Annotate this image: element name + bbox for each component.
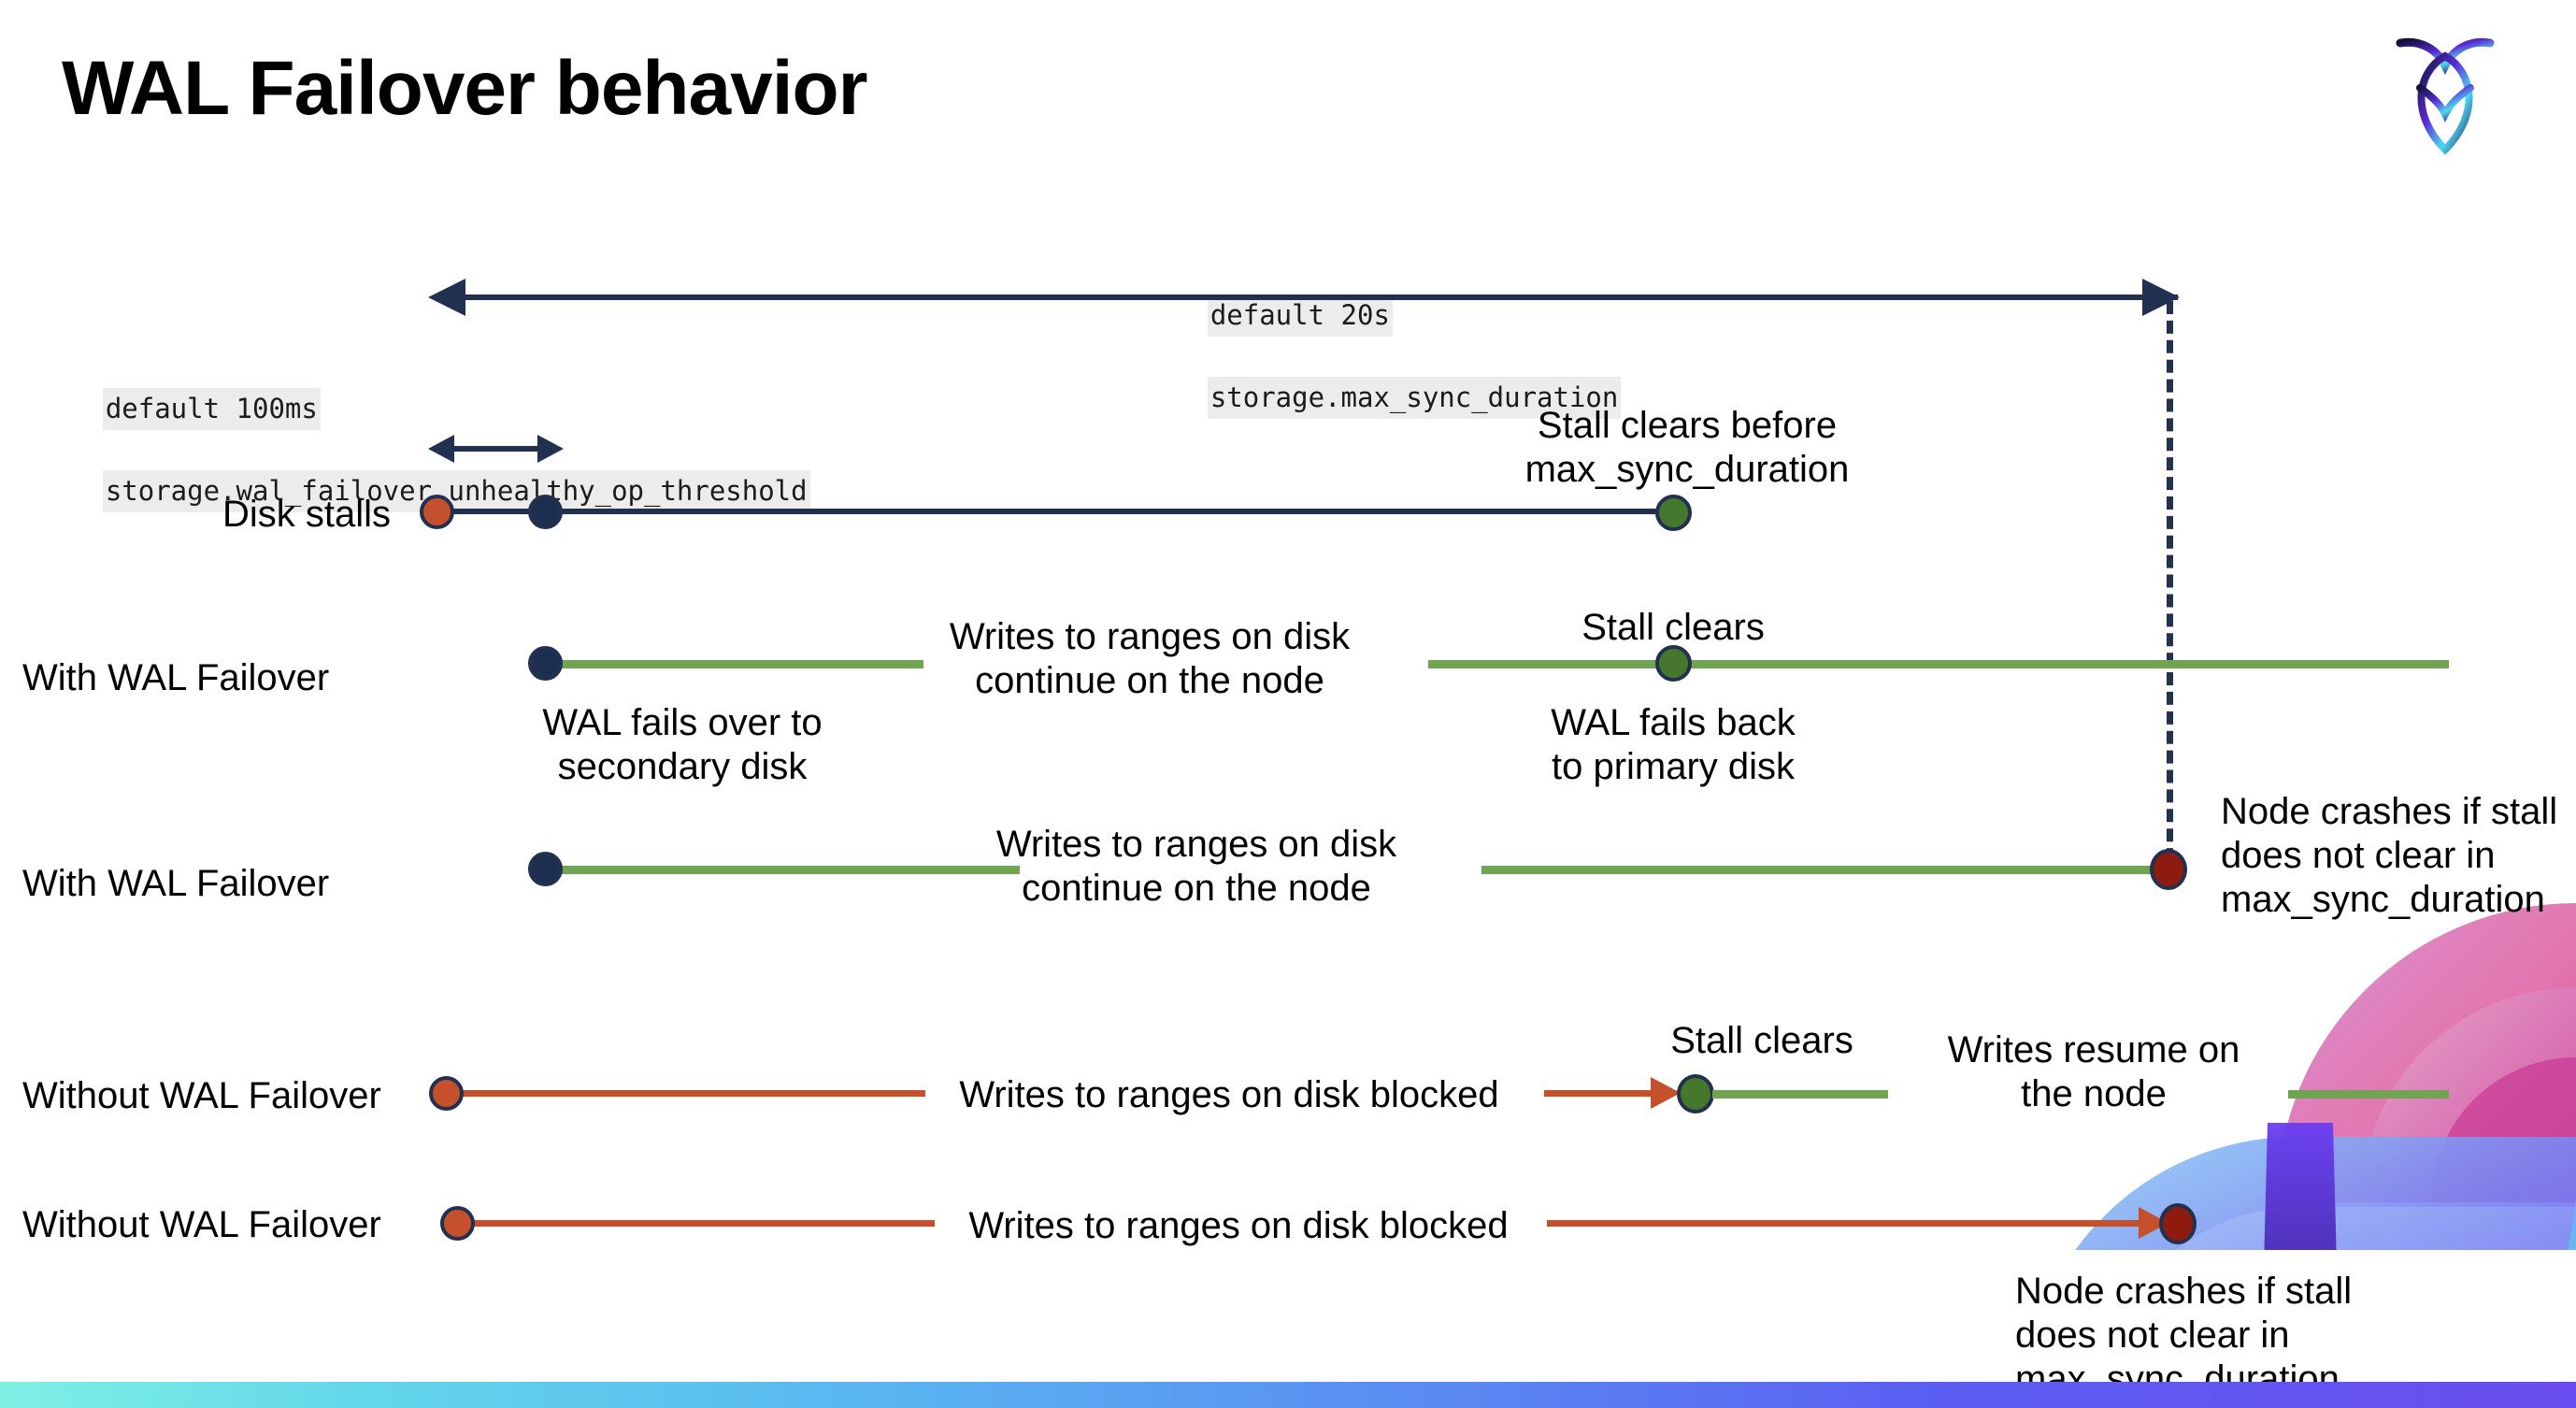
- annotation-max-sync-setting: storage.max_sync_duration: [1207, 376, 1622, 419]
- threshold-span-right-arrowhead: [537, 435, 564, 463]
- writes-resume-line-1: [1712, 1090, 1888, 1099]
- lane-label-with-wal-failover-1: With WAL Failover: [22, 657, 330, 698]
- wal-failover-trigger-dot: [528, 495, 563, 529]
- annotation-threshold-setting: storage.wal_failover.unhealthy_op_thresh…: [102, 469, 810, 512]
- threshold-span-left-arrowhead: [428, 435, 454, 463]
- node-crash-dot-2: [2159, 1203, 2197, 1244]
- threshold-span-line: [439, 446, 542, 452]
- bottom-gradient-bar: [0, 1382, 2576, 1408]
- lane-label-without-wal-failover-2: Without WAL Failover: [22, 1204, 381, 1245]
- lane-label-disk-stalls: Disk stalls: [222, 494, 392, 535]
- callout-backdrop: [1983, 1250, 2576, 1408]
- wal-failback-dot: [1655, 645, 1692, 682]
- note-writes-continue-1: Writes to ranges on disk continue on the…: [949, 616, 1351, 701]
- note-writes-continue-2: Writes to ranges on disk continue on the…: [995, 824, 1397, 909]
- note-stall-clears-before: Stall clears before max_sync_duration: [1524, 405, 1850, 490]
- lane-label-without-wal-failover-1: Without WAL Failover: [22, 1075, 381, 1116]
- max-sync-duration-span-line: [439, 295, 2178, 300]
- writes-blocked-line-1b: [1544, 1090, 1656, 1097]
- disk-stall-start-dot-2: [429, 1076, 464, 1111]
- disk-stalls-line: [439, 509, 1682, 514]
- writes-blocked-line-1: [447, 1090, 925, 1097]
- wal-failover-start-dot-1: [528, 646, 563, 681]
- note-stall-clears-3: Stall clears: [1670, 1020, 1853, 1061]
- note-writes-blocked-1: Writes to ranges on disk blocked: [959, 1074, 1499, 1115]
- note-node-crashes-1: Node crashes if stall does not clear in …: [2221, 791, 2558, 920]
- cockroachdb-logo-icon: [2396, 37, 2495, 155]
- annotation-max-sync-duration: default 20s storage.max_sync_duration: [1142, 254, 1622, 459]
- wal-failover-secondary-line: [545, 660, 923, 668]
- stall-clears-dot-3: [1677, 1074, 1714, 1113]
- writes-blocked-line-2: [458, 1220, 935, 1227]
- page-title: WAL Failover behavior: [62, 46, 868, 131]
- note-wal-fails-over: WAL fails over to secondary disk: [542, 702, 823, 787]
- max-sync-span-left-arrowhead: [428, 279, 465, 316]
- lane-label-with-wal-failover-2: With WAL Failover: [22, 863, 330, 904]
- note-stall-clears-2: Stall clears: [1581, 607, 1765, 648]
- writes-blocked-arrowhead-1: [1651, 1077, 1681, 1109]
- annotation-threshold-default: default 100ms: [102, 387, 321, 430]
- note-writes-blocked-2: Writes to ranges on disk blocked: [968, 1205, 1509, 1246]
- disk-stall-clears-dot: [1655, 495, 1692, 531]
- disk-stall-start-dot: [420, 495, 454, 529]
- writes-resume-line-2: [2288, 1090, 2449, 1099]
- writes-blocked-line-2b: [1547, 1220, 2145, 1227]
- note-wal-fails-back: WAL fails back to primary disk: [1551, 702, 1796, 787]
- note-writes-resume: Writes resume on the node: [1947, 1029, 2240, 1114]
- node-crash-dot-1: [2150, 849, 2187, 890]
- wal-failover-recovered-line: [1428, 660, 2449, 668]
- max-sync-deadline-dashed-line: [2167, 301, 2173, 881]
- wal-failover-secondary-line-2: [545, 866, 1020, 874]
- annotation-max-sync-default: default 20s: [1207, 294, 1393, 337]
- max-sync-span-right-arrowhead: [2142, 279, 2180, 316]
- wal-failover-start-dot-2: [528, 852, 563, 886]
- disk-stall-start-dot-3: [440, 1206, 475, 1241]
- annotation-unhealthy-op-threshold: default 100ms storage.wal_failover.unhea…: [37, 348, 810, 553]
- wal-failover-until-crash-line: [1481, 866, 2175, 874]
